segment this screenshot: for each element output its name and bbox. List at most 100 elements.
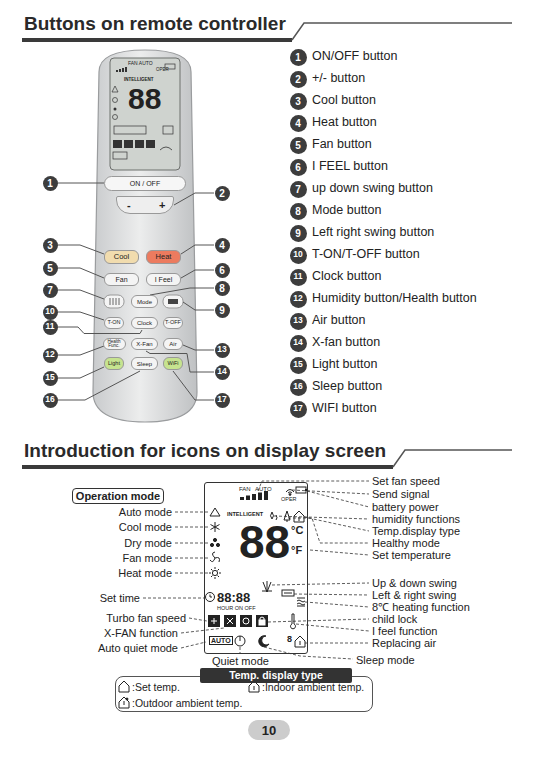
onoff-button: ON / OFF <box>104 176 186 191</box>
display-text: OPER <box>281 497 297 503</box>
heading-underline <box>22 38 292 42</box>
air-button: Air <box>163 338 183 350</box>
icon-label: humidity functions <box>372 513 460 525</box>
fan-button: Fan <box>104 273 139 286</box>
legend-icons <box>119 681 259 708</box>
heading-underline <box>292 23 512 40</box>
remote-screen-icons <box>112 64 175 159</box>
icon-label: Send signal <box>372 488 430 500</box>
sleep-button: Sleep <box>131 357 158 370</box>
button-text: T-ON <box>107 320 120 326</box>
clock-button: Clock <box>131 317 158 329</box>
icon-leader <box>143 598 205 599</box>
callout-leader <box>173 371 214 400</box>
display-text: 88 <box>239 519 290 565</box>
icon-leader <box>268 619 369 622</box>
button-text: Operation mode <box>76 491 160 502</box>
callout-number: 17 <box>215 393 230 408</box>
callout-number: 11 <box>43 320 58 335</box>
icon-label: battery power <box>372 501 439 513</box>
button-text: T-OFF <box>165 320 181 326</box>
callout-leader <box>58 346 104 355</box>
button-text: Fan <box>115 276 127 283</box>
display-text: AUTO <box>209 636 233 645</box>
list-number: 11 <box>290 269 307 286</box>
list-number: 5 <box>290 137 307 154</box>
timer-on-button: T-ON <box>104 317 124 329</box>
icon-label: Set fan speed <box>372 475 440 487</box>
display-text: FAN <box>239 486 251 492</box>
button-text: Temp. display type <box>229 670 323 681</box>
display-text: :Outdoor ambient temp. <box>132 698 242 709</box>
button-description: Sleep button <box>312 380 382 394</box>
button-text: ON / OFF <box>130 180 160 187</box>
swing-icon <box>110 298 119 305</box>
button-description: Air button <box>312 314 366 328</box>
display-text: 88 <box>128 84 161 114</box>
callout-number: 8 <box>215 281 230 296</box>
icon-label: I feel function <box>372 625 437 637</box>
icon-leader <box>294 594 369 595</box>
callout-number: 1 <box>43 176 58 191</box>
callout-leader <box>150 288 214 295</box>
display-text: 88:88 <box>217 591 250 604</box>
callout-leader <box>183 302 214 310</box>
icon-label: Auto quiet mode <box>98 642 178 654</box>
list-number: 15 <box>290 357 307 374</box>
button-description: WIFI button <box>312 402 377 416</box>
swing-icon <box>168 299 178 304</box>
display-text: 8 <box>287 635 292 644</box>
button-description: Mode button <box>312 204 382 218</box>
display-text: :Indoor ambient temp. <box>262 682 364 693</box>
list-number: 2 <box>290 71 307 88</box>
callout-number: 6 <box>215 263 230 278</box>
button-description: Cool button <box>312 94 376 108</box>
display-text: INTELLIGENT <box>124 78 154 83</box>
display-text: FAN AUTO <box>128 61 153 66</box>
callout-number: 5 <box>43 261 58 276</box>
list-number: 12 <box>290 291 307 308</box>
icon-leader <box>307 491 369 507</box>
button-description: Clock button <box>312 270 381 284</box>
plus-minus-button: -+ <box>116 196 174 214</box>
heading-underline <box>22 465 393 469</box>
icon-leader <box>305 643 369 644</box>
callout-leader <box>58 290 104 299</box>
button-description: X-fan button <box>312 336 380 350</box>
icon-leader <box>240 647 241 654</box>
icon-label: Healthy mode <box>372 537 440 549</box>
icon-label: Fan mode <box>122 552 172 564</box>
type-banner: Temp. display type <box>200 668 352 683</box>
callout-leader <box>58 312 104 320</box>
display-text: HOUR ON OFF <box>217 606 256 612</box>
icon-leader <box>292 490 369 494</box>
icon-label: Temp.display type <box>372 525 460 537</box>
icon-leader <box>264 647 353 659</box>
callout-number: 7 <box>43 283 58 298</box>
button-text: I Feel <box>155 276 173 283</box>
button-description: up down swing button <box>312 182 433 196</box>
icon-label: Turbo fan speed <box>106 612 186 624</box>
button-text: Health Func. <box>104 340 125 349</box>
callout-leader <box>58 245 104 254</box>
callout-leader <box>58 327 142 334</box>
display-text: AUTO <box>255 486 272 492</box>
list-number: 13 <box>290 313 307 330</box>
display-text: :Set temp. <box>132 682 180 693</box>
callout-number: 14 <box>215 365 230 380</box>
button-text: WiFi <box>168 361 179 367</box>
remote-body <box>93 50 197 422</box>
icon-label: X-FAN function <box>104 627 178 639</box>
callout-leader <box>58 183 104 184</box>
icon-label: Auto mode <box>119 506 172 518</box>
section-heading: Introduction for icons on display screen <box>24 441 386 462</box>
list-number: 6 <box>290 159 307 176</box>
icon-leader <box>296 624 369 631</box>
callout-leader <box>183 345 214 350</box>
display-text: + <box>159 200 165 211</box>
icon-leader <box>272 583 369 585</box>
cool-button: Cool <box>104 250 139 264</box>
callout-number: 10 <box>43 305 58 320</box>
